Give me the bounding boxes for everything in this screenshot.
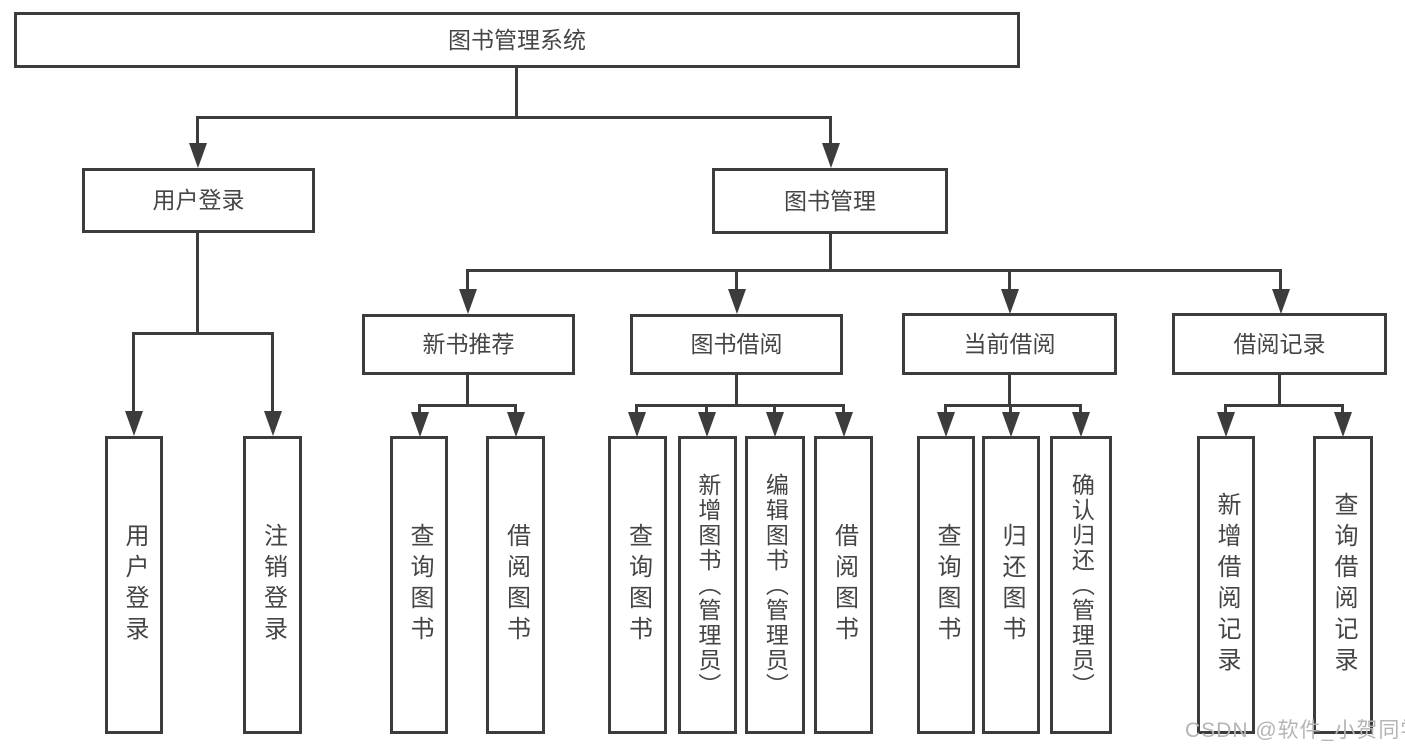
connector-line xyxy=(1278,375,1281,407)
node-book-borrow: 图书借阅 xyxy=(630,314,843,375)
arrowhead-icon xyxy=(822,143,840,168)
connector-line xyxy=(1009,404,1012,413)
arrowhead-icon xyxy=(1072,412,1090,437)
leaf-add-books-admin: 新增图书（管理员） xyxy=(678,436,737,734)
leaf-user-login: 用户登录 xyxy=(105,436,163,734)
connector-line xyxy=(271,332,274,412)
connector-line xyxy=(1079,404,1082,413)
connector-line xyxy=(132,332,274,335)
connector-line xyxy=(635,404,638,413)
arrowhead-icon xyxy=(628,412,646,437)
connector-line xyxy=(196,232,199,335)
arrowhead-icon xyxy=(1272,289,1290,314)
connector-line xyxy=(829,116,832,144)
arrowhead-icon xyxy=(698,412,716,437)
arrowhead-icon xyxy=(937,412,955,437)
arrowhead-icon xyxy=(125,411,143,436)
arrowhead-icon xyxy=(1217,412,1235,437)
arrowhead-icon xyxy=(766,412,784,437)
connector-line xyxy=(735,269,738,291)
arrowhead-icon xyxy=(411,412,429,437)
node-book-management: 图书管理 xyxy=(712,168,948,234)
leaf-confirm-return-admin: 确认归还（管理员） xyxy=(1050,436,1112,734)
leaf-add-borrow-record: 新增借阅记录 xyxy=(1197,436,1255,734)
connector-line xyxy=(944,404,947,413)
arrowhead-icon xyxy=(507,412,525,437)
arrowhead-icon xyxy=(264,411,282,436)
arrowhead-icon xyxy=(1001,289,1019,314)
connector-line xyxy=(466,269,1282,272)
connector-line xyxy=(1008,375,1011,407)
arrowhead-icon xyxy=(459,289,477,314)
leaf-query-books-current: 查询图书 xyxy=(917,436,975,734)
node-borrow-records: 借阅记录 xyxy=(1172,313,1387,375)
connector-line xyxy=(418,404,517,407)
connector-line xyxy=(773,404,776,413)
arrowhead-icon xyxy=(189,143,207,168)
leaf-edit-books-admin: 编辑图书（管理员） xyxy=(745,436,805,734)
arrowhead-icon xyxy=(1002,412,1020,437)
connector-line xyxy=(1224,404,1227,413)
leaf-borrow-books-recommend: 借阅图书 xyxy=(486,436,545,734)
connector-line xyxy=(418,404,421,413)
watermark: CSDN @软件_小贺同学 xyxy=(1185,719,1405,742)
connector-line xyxy=(1279,269,1282,291)
connector-line xyxy=(705,404,708,413)
leaf-borrow-books-borrow: 借阅图书 xyxy=(814,436,873,734)
connector-line xyxy=(196,116,199,144)
connector-line xyxy=(515,68,518,118)
connector-line xyxy=(1341,404,1344,413)
connector-line xyxy=(1224,404,1344,407)
leaf-query-books-borrow: 查询图书 xyxy=(608,436,667,734)
node-library-management-system: 图书管理系统 xyxy=(14,12,1020,68)
connector-line xyxy=(132,332,135,412)
connector-line xyxy=(514,404,517,413)
connector-line xyxy=(466,375,469,407)
connector-line xyxy=(635,404,845,407)
leaf-query-books-recommend: 查询图书 xyxy=(390,436,448,734)
connector-line xyxy=(466,269,469,291)
connector-line xyxy=(1008,269,1011,291)
connector-line xyxy=(829,234,832,272)
connector-line xyxy=(196,116,832,119)
leaf-query-borrow-record: 查询借阅记录 xyxy=(1313,436,1373,734)
connector-line xyxy=(842,404,845,413)
connector-line xyxy=(735,375,738,407)
leaf-logout-login: 注销登录 xyxy=(243,436,302,734)
arrowhead-icon xyxy=(1334,412,1352,437)
arrowhead-icon xyxy=(835,412,853,437)
node-current-borrow: 当前借阅 xyxy=(902,313,1117,375)
node-new-book-recommend: 新书推荐 xyxy=(362,314,575,375)
arrowhead-icon xyxy=(728,289,746,314)
leaf-return-books: 归还图书 xyxy=(982,436,1040,734)
node-user-login: 用户登录 xyxy=(82,168,315,233)
connector-line xyxy=(944,404,1082,407)
